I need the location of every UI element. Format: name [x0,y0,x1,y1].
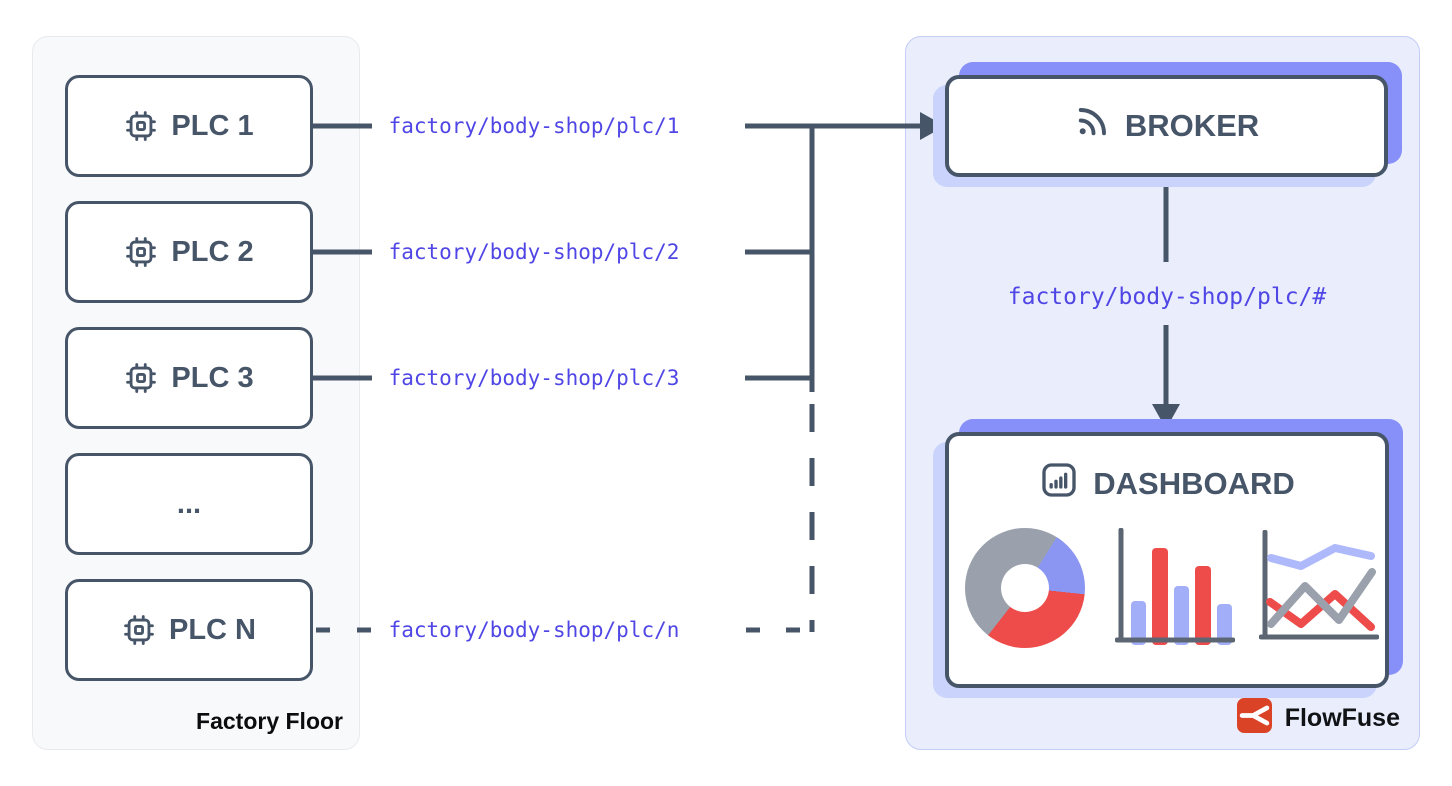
broker-label: BROKER [1124,108,1260,143]
node-plcn: PLC N [65,579,313,681]
node-ellipsis: ... [65,453,313,555]
node-plc2: PLC 2 [65,201,313,303]
topic-label-plcn: factory/body-shop/plc/n [388,618,680,642]
node-plc1: PLC 1 [65,75,313,177]
brand: FlowFuse [1236,698,1400,738]
node-label: ... [176,487,202,520]
topic-label-plc1: factory/body-shop/plc/1 [388,114,680,138]
node-label: PLC N [169,613,256,646]
node-label: PLC 1 [171,109,254,142]
cpu-chip-icon [124,235,158,269]
cpu-chip-icon [124,361,158,395]
factory-floor-caption: Factory Floor [196,708,343,734]
node-plc3: PLC 3 [65,327,313,429]
dashboard-header: DASHBOARD [949,460,1385,508]
dashboard-label: DASHBOARD [1093,466,1295,501]
topic-label-plc3: factory/body-shop/plc/3 [388,366,680,390]
topic-label-plc2: factory/body-shop/plc/2 [388,240,680,264]
node-dashboard: DASHBOARD [945,432,1389,688]
node-broker: BROKER [945,75,1388,177]
cpu-chip-icon [122,613,156,647]
line-chart [1259,530,1379,640]
flowfuse-logo-icon [1236,698,1272,738]
brand-label: FlowFuse [1284,703,1400,732]
rss-icon [1074,104,1110,148]
donut-chart [965,528,1085,648]
bar-chart-icon [1039,460,1079,508]
node-label: PLC 2 [171,235,254,268]
topic-label-subscription: factory/body-shop/plc/# [1007,284,1327,310]
node-label: PLC 3 [171,361,254,394]
bar-chart [1115,528,1235,645]
cpu-chip-icon [124,109,158,143]
